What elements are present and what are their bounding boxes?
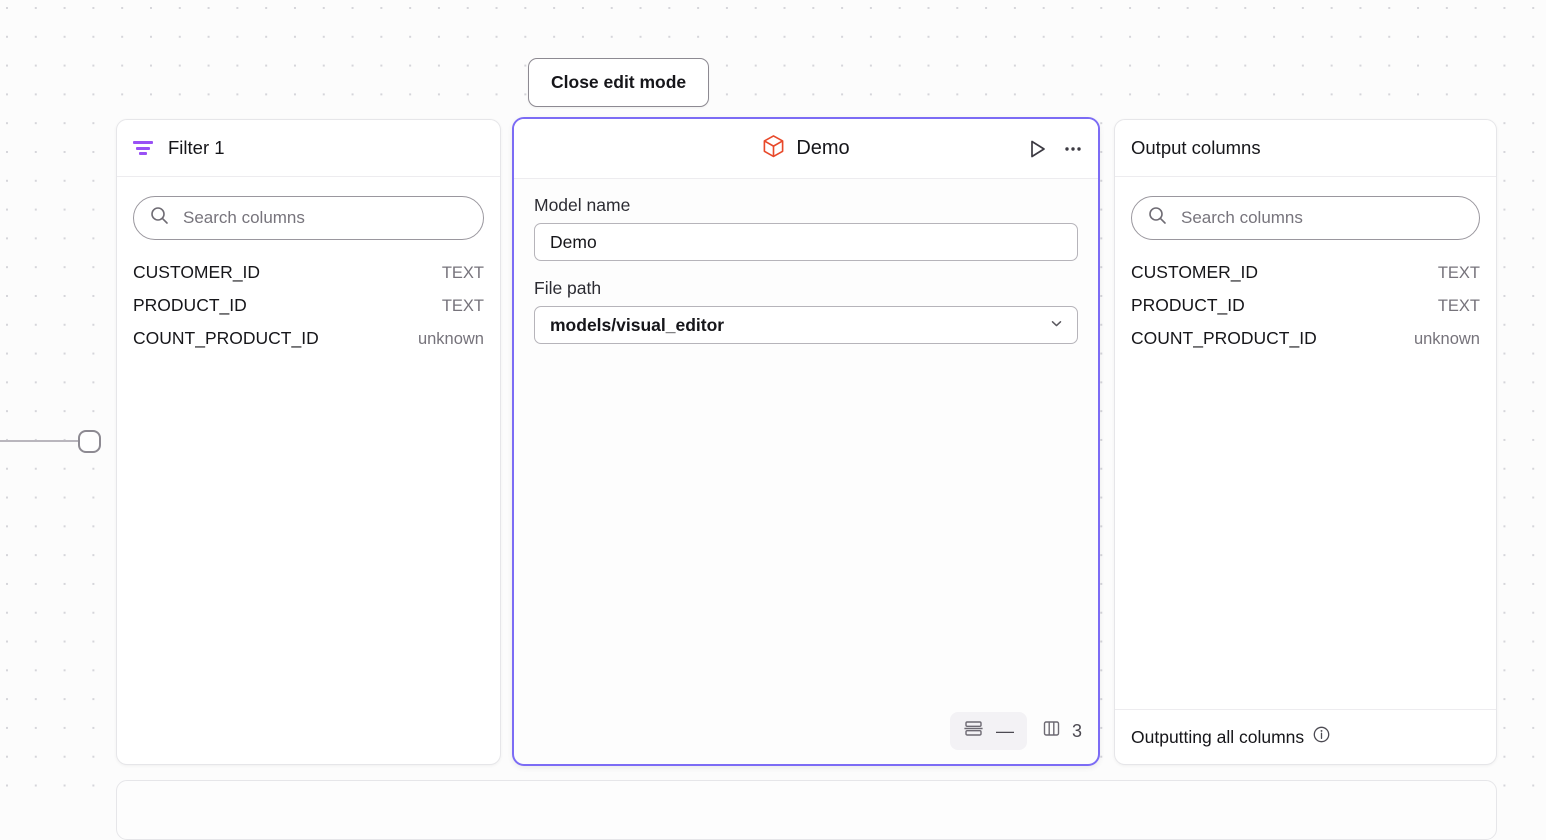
- filter-panel-header: Filter 1: [117, 120, 500, 177]
- connector-edge: [0, 440, 82, 442]
- column-count: 3: [1071, 720, 1082, 741]
- list-item[interactable]: CUSTOMER_ID TEXT: [133, 260, 484, 293]
- connector-handle[interactable]: [78, 430, 101, 453]
- demo-node-footer: — 3: [514, 712, 1098, 764]
- chevron-down-icon: [1049, 315, 1064, 336]
- ellipsis-icon[interactable]: [1062, 138, 1084, 160]
- row-count: —: [995, 720, 1014, 741]
- column-name: PRODUCT_ID: [133, 295, 247, 315]
- model-name-value: Demo: [550, 231, 597, 252]
- demo-node-header: Demo: [514, 119, 1098, 179]
- column-type: TEXT: [1437, 264, 1480, 282]
- file-path-label: File path: [534, 278, 602, 298]
- output-panel-header: Output columns: [1115, 120, 1496, 177]
- partial-bottom-panel[interactable]: [116, 780, 1497, 840]
- demo-node-actions: [1026, 138, 1084, 160]
- demo-model-node[interactable]: Demo Model name Demo File path mod: [512, 117, 1100, 766]
- output-search-wrap: Search columns: [1115, 177, 1496, 240]
- output-column-list: CUSTOMER_ID TEXT PRODUCT_ID TEXT COUNT_P…: [1115, 240, 1496, 359]
- column-type: unknown: [417, 330, 484, 348]
- filter-panel: Filter 1 Search columns CUSTOMER_ID TEXT…: [116, 119, 501, 765]
- columns-icon: [1041, 718, 1062, 744]
- filter-search-placeholder: Search columns: [183, 208, 305, 227]
- column-name: CUSTOMER_ID: [133, 262, 261, 282]
- list-item[interactable]: CUSTOMER_ID TEXT: [1131, 260, 1480, 293]
- output-panel-title: Output columns: [1131, 137, 1261, 158]
- list-item[interactable]: PRODUCT_ID TEXT: [133, 293, 484, 326]
- filter-search-wrap: Search columns: [117, 177, 500, 240]
- search-icon: [1148, 206, 1167, 230]
- column-name: COUNT_PRODUCT_ID: [133, 328, 319, 348]
- file-path-value: models/visual_editor: [550, 314, 725, 335]
- output-panel-footer: Outputting all columns: [1115, 709, 1496, 764]
- close-edit-mode-label: Close edit mode: [551, 72, 687, 92]
- list-item[interactable]: PRODUCT_ID TEXT: [1131, 293, 1480, 326]
- demo-node-title: Demo: [796, 137, 850, 159]
- demo-title-group: Demo: [514, 134, 1098, 164]
- column-name: COUNT_PRODUCT_ID: [1131, 328, 1317, 348]
- list-item[interactable]: COUNT_PRODUCT_ID unknown: [133, 326, 484, 359]
- demo-node-body: Model name Demo File path models/visual_…: [514, 179, 1098, 712]
- model-name-field[interactable]: Demo: [534, 223, 1078, 261]
- list-item[interactable]: COUNT_PRODUCT_ID unknown: [1131, 326, 1480, 359]
- rows-icon: [963, 718, 984, 744]
- file-path-select[interactable]: models/visual_editor: [534, 306, 1078, 344]
- filter-icon: [133, 141, 153, 155]
- column-type: TEXT: [441, 297, 484, 315]
- filter-column-list: CUSTOMER_ID TEXT PRODUCT_ID TEXT COUNT_P…: [117, 240, 500, 359]
- close-edit-mode-button[interactable]: Close edit mode: [528, 58, 710, 107]
- filter-panel-title: Filter 1: [168, 137, 225, 158]
- column-type: unknown: [1413, 330, 1480, 348]
- cube-icon: [762, 134, 785, 164]
- column-name: PRODUCT_ID: [1131, 295, 1245, 315]
- search-icon: [150, 206, 169, 230]
- info-icon[interactable]: [1312, 725, 1331, 749]
- model-name-label: Model name: [534, 195, 631, 215]
- column-count-group[interactable]: 3: [1041, 718, 1082, 744]
- row-count-group[interactable]: —: [949, 712, 1027, 750]
- column-type: TEXT: [1437, 297, 1480, 315]
- output-search-placeholder: Search columns: [1181, 208, 1303, 227]
- output-columns-panel: Output columns Search columns CUSTOMER_I…: [1114, 119, 1497, 765]
- output-footer-text: Outputting all columns: [1131, 726, 1305, 747]
- column-name: CUSTOMER_ID: [1131, 262, 1259, 282]
- column-type: TEXT: [441, 264, 484, 282]
- play-icon[interactable]: [1026, 138, 1048, 160]
- filter-search-input[interactable]: Search columns: [133, 196, 484, 240]
- output-search-input[interactable]: Search columns: [1131, 196, 1480, 240]
